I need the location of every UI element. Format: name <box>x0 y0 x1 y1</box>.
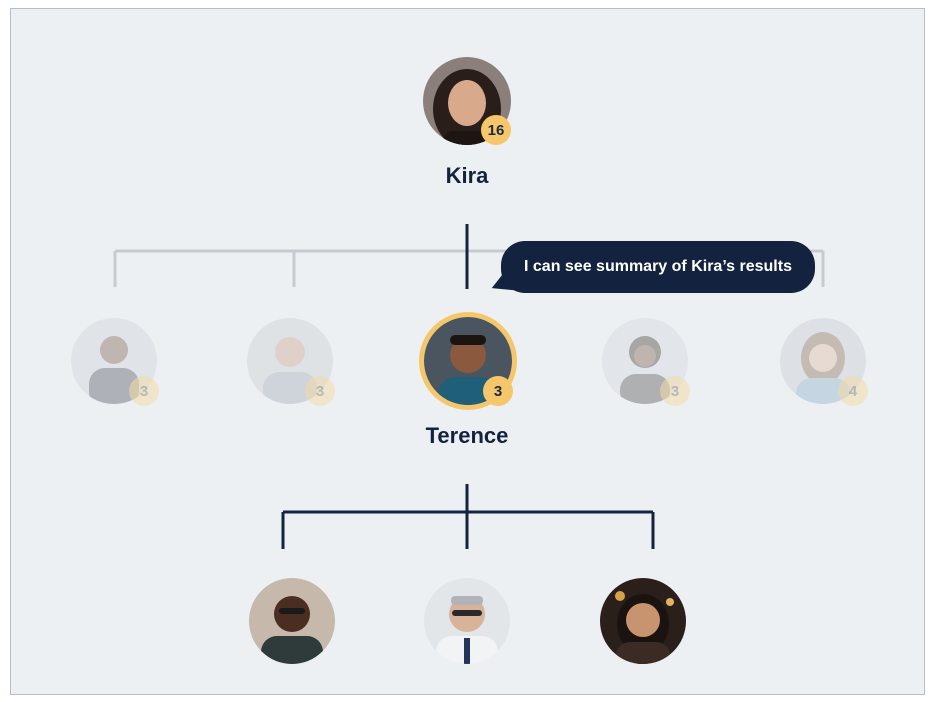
tooltip-bubble: I can see summary of Kira’s results <box>501 241 815 293</box>
count-badge-peer-5: 4 <box>838 376 868 406</box>
person-photo-icon <box>249 578 335 664</box>
count-badge-peer-2: 3 <box>305 376 335 406</box>
name-terence: Terence <box>425 423 509 448</box>
org-chart-frame: 16 Kira I can see summary of Kira’s resu… <box>10 8 925 695</box>
name-kira: Kira <box>445 163 489 188</box>
person-photo-icon <box>71 318 157 404</box>
count-badge-kira: 16 <box>481 115 511 145</box>
avatar-report-2[interactable] <box>424 578 510 664</box>
avatar-peer-1[interactable] <box>71 318 157 404</box>
person-photo-icon <box>600 578 686 664</box>
person-photo-icon <box>424 578 510 664</box>
avatar-report-3[interactable] <box>600 578 686 664</box>
count-badge-peer-4: 3 <box>660 376 690 406</box>
avatar-report-1[interactable] <box>249 578 335 664</box>
count-badge-peer-1: 3 <box>129 376 159 406</box>
count-badge-terence: 3 <box>483 376 513 406</box>
